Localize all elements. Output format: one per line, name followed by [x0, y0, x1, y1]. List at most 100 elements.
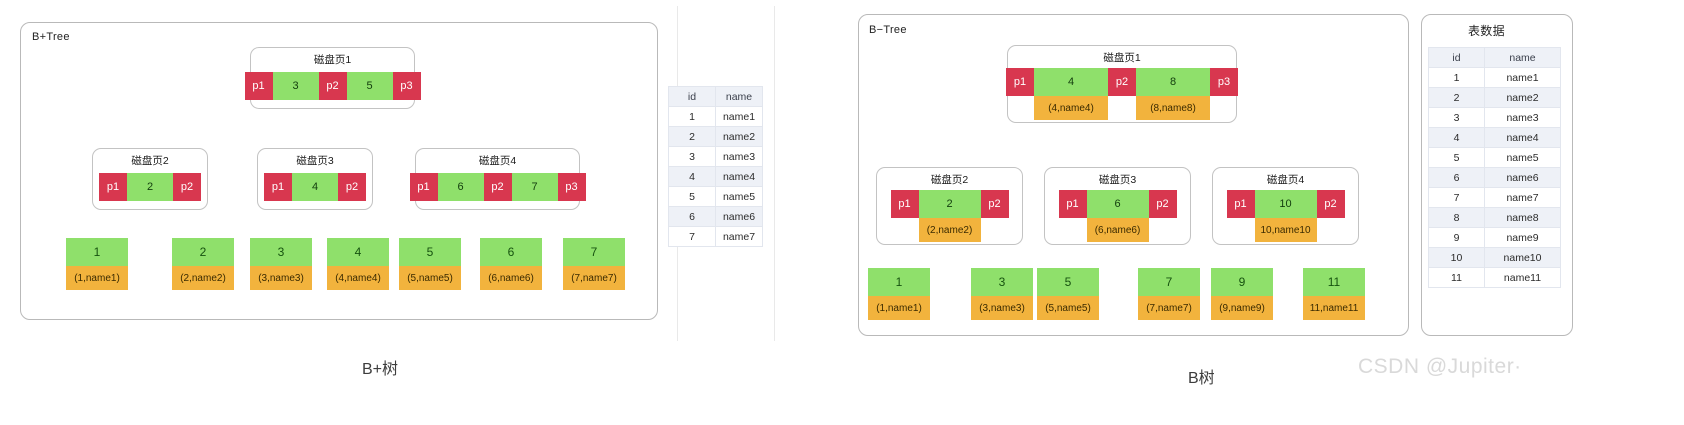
cell-text: p1: [244, 72, 273, 100]
cell-text: 2: [918, 190, 981, 218]
cell-pointer: p3: [557, 173, 586, 201]
leaf-value: (3,name3): [971, 296, 1033, 320]
cell-text: 4: [292, 173, 338, 201]
cell-name: name11: [1484, 267, 1561, 288]
cell-pointer: p2: [1316, 190, 1345, 218]
leaf-key: 6: [480, 238, 542, 266]
cell-pointer: p2: [1148, 190, 1177, 218]
cell-text: p2: [338, 173, 366, 201]
bplus-node-page3-label: 磁盘页3: [296, 155, 334, 167]
bplus-leaf-7: 7 (7,name7): [563, 238, 625, 290]
cell-id: 2: [1428, 87, 1485, 108]
leaf-value: (7,name7): [563, 266, 625, 290]
cell-name: name7: [715, 226, 763, 247]
btree-node-page2-cells: p1 2 (2,name2) p2: [890, 190, 1009, 242]
cell-pointer: p2: [1108, 68, 1136, 96]
bplus-leaf-1: 1 (1,name1): [66, 238, 128, 290]
bplus-node-page1: 磁盘页1 p1 3 p2 5 p3: [244, 47, 421, 109]
bplus-caption: B+树: [362, 361, 399, 378]
leaf-key: 7: [563, 238, 625, 266]
leaf-key: 11: [1303, 268, 1365, 296]
bplus-node-page4-label: 磁盘页4: [478, 155, 517, 167]
bplus-leaf-2: 2 (2,name2): [172, 238, 234, 290]
cell-key: 10 10,name10: [1254, 190, 1317, 242]
cell-id: 6: [1428, 167, 1485, 188]
cell-text: p1: [1006, 68, 1034, 96]
cell-id: 5: [1428, 147, 1485, 168]
cell-id: 2: [668, 126, 716, 147]
leaf-key: 1: [868, 268, 930, 296]
cell-pointer: p1: [1058, 190, 1087, 218]
leaf-value: (2,name2): [172, 266, 234, 290]
btree-node-page2-label: 磁盘页2: [930, 174, 969, 186]
cell-pointer: p1: [99, 173, 127, 201]
btree-caption: B树: [1188, 370, 1215, 387]
table-header-row: id name: [668, 86, 763, 107]
cell-text: 10: [1254, 190, 1317, 218]
cell-id: 1: [668, 106, 716, 127]
btree-node-page4: 磁盘页4 p1 10 10,name10 p2: [1212, 167, 1359, 245]
cell-id: 4: [1428, 127, 1485, 148]
cell-pointer: p2: [318, 72, 347, 100]
cell-pointer: p1: [890, 190, 919, 218]
cell-value: (8,name8): [1136, 96, 1210, 120]
cell-text: p2: [1108, 68, 1136, 96]
btree-leaf-1: 1 (1,name1): [868, 268, 930, 320]
cell-text: 7: [511, 173, 558, 201]
cell-text: p1: [99, 173, 127, 201]
cell-text: p2: [1148, 190, 1177, 218]
bplus-node-page2-label: 磁盘页2: [131, 155, 169, 167]
cell-pointer: p1: [1006, 68, 1034, 96]
cell-text: 6: [437, 173, 484, 201]
leaf-key: 5: [399, 238, 461, 266]
cell-key: 7: [511, 173, 558, 201]
leaf-value: (4,name4): [327, 266, 389, 290]
cell-key: 2 (2,name2): [918, 190, 981, 242]
cell-key: 6 (6,name6): [1086, 190, 1149, 242]
cell-text: p1: [1226, 190, 1255, 218]
cell-text: p2: [1316, 190, 1345, 218]
cell-pointer: p2: [173, 173, 201, 201]
cell-id: 8: [1428, 207, 1485, 228]
cell-key: 6: [437, 173, 484, 201]
bplus-leaf-3: 3 (3,name3): [250, 238, 312, 290]
cell-name: name4: [715, 166, 763, 187]
leaf-key: 4: [327, 238, 389, 266]
btree-leaf-7: 7 (7,name7): [1138, 268, 1200, 320]
cell-pointer: p2: [338, 173, 366, 201]
cell-name: name9: [1484, 227, 1561, 248]
cell-id: 3: [1428, 107, 1485, 128]
leaf-value: (1,name1): [66, 266, 128, 290]
leaf-value: (5,name5): [1037, 296, 1099, 320]
cell-id: 9: [1428, 227, 1485, 248]
bplus-node-page2: 磁盘页2 p1 2 p2: [92, 148, 208, 210]
cell-key: 2: [127, 173, 173, 201]
cell-id: 6: [668, 206, 716, 227]
btree-node-page2: 磁盘页2 p1 2 (2,name2) p2: [876, 167, 1023, 245]
cell-pointer: p1: [409, 173, 438, 201]
cell-text: p1: [409, 173, 438, 201]
cell-id: 5: [668, 186, 716, 207]
cell-id: 3: [668, 146, 716, 167]
cell-value: (2,name2): [918, 218, 981, 242]
cell-name: name8: [1484, 207, 1561, 228]
leaf-value: (3,name3): [250, 266, 312, 290]
cell-key: 4: [292, 173, 338, 201]
cell-name: name3: [715, 146, 763, 167]
cell-pointer: p3: [1210, 68, 1238, 96]
bplus-node-page4: 磁盘页4 p1 6 p2 7 p3: [409, 148, 586, 210]
cell-name: name5: [715, 186, 763, 207]
leaf-value: (5,name5): [399, 266, 461, 290]
